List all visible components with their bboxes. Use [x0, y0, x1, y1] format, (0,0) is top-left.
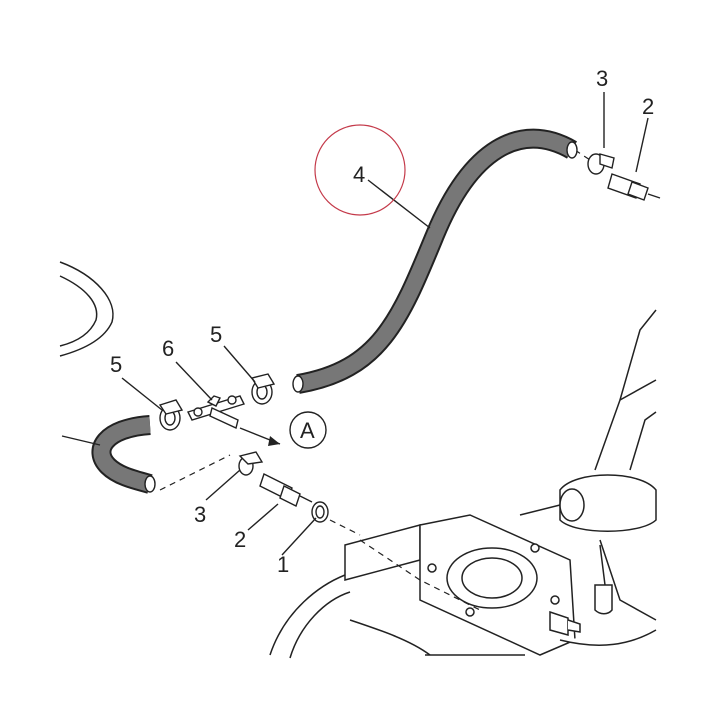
- hose-short-left: [61, 415, 156, 494]
- clamp-3-left: [238, 451, 264, 476]
- tee-fitting-6: [187, 395, 245, 429]
- engine-assembly: [269, 309, 657, 659]
- hose-4: [292, 128, 578, 394]
- washer-1: [311, 501, 329, 523]
- seat-outline: [59, 261, 114, 357]
- fitting-2-right: [607, 173, 661, 201]
- clamp-5-left: [158, 399, 184, 431]
- leader-lines: [121, 92, 649, 556]
- clamp-3-right: [587, 153, 615, 175]
- label-item-5-right: 5: [210, 322, 222, 347]
- callout-circle-highlight: [314, 124, 406, 216]
- label-item-4: 4: [353, 162, 365, 187]
- fitting-2-left: [259, 473, 313, 507]
- clamp-5-right: [250, 373, 276, 405]
- label-view-a: A: [300, 418, 315, 443]
- label-item-3-right: 3: [596, 66, 608, 91]
- label-item-3-left: 3: [194, 502, 206, 527]
- label-item-1: 1: [277, 552, 289, 577]
- label-item-5-left: 5: [110, 352, 122, 377]
- label-item-2-right: 2: [642, 94, 654, 119]
- view-a-circle: [289, 411, 327, 449]
- label-item-6: 6: [162, 336, 174, 361]
- label-item-2-left: 2: [234, 527, 246, 552]
- arrow-head: [268, 436, 280, 446]
